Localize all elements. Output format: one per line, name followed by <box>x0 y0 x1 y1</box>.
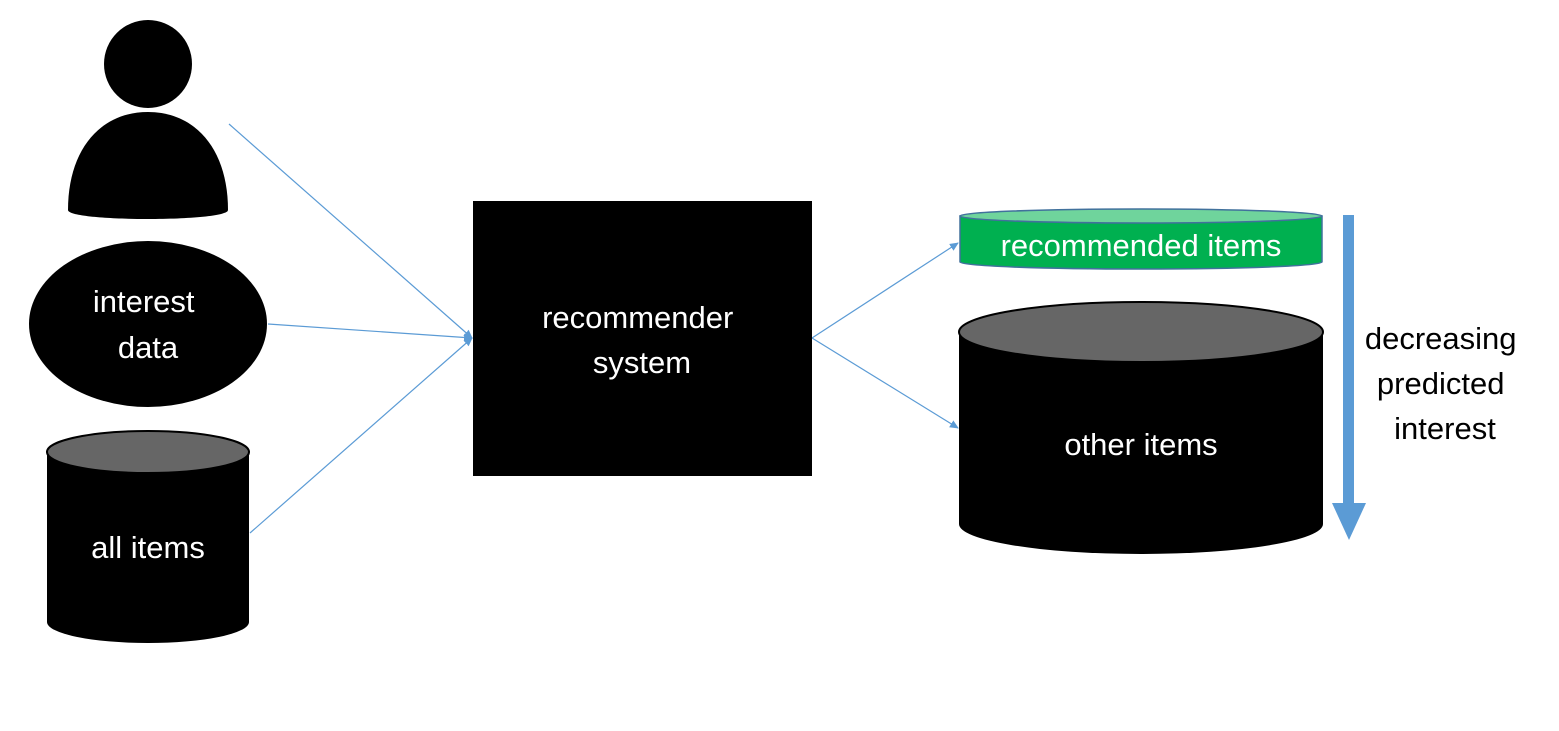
interest-data-label-line-2: data <box>118 330 179 365</box>
all-items-label: all items <box>91 530 205 565</box>
output-connectors <box>811 242 959 429</box>
other-items-label: other items <box>1064 427 1217 462</box>
recommender-system-node: recommender system <box>473 201 812 476</box>
interest-data-node: interest data <box>29 241 267 407</box>
all-items-label-line-1: all items <box>91 530 205 565</box>
connector-recommender-to-other-items <box>811 337 959 429</box>
connector-recommender-to-recommended-items <box>811 242 959 339</box>
decreasing-interest-arrow <box>1332 215 1366 540</box>
decreasing-predicted-interest-label: decreasing predicted interest <box>1365 321 1525 446</box>
other-items-database: other items <box>958 301 1324 554</box>
ranking-label-line-2: predicted <box>1377 366 1505 401</box>
ranking-label-line-1: decreasing <box>1365 321 1517 356</box>
recommended-items-database: recommended items <box>959 208 1323 270</box>
input-connectors <box>228 123 473 534</box>
user-icon <box>68 20 228 219</box>
recommender-system-label-line-1: recommender <box>542 300 733 335</box>
interest-data-label: interest data <box>93 284 203 365</box>
all-items-database: all items <box>46 430 250 643</box>
recommender-system-label-line-2: system <box>593 345 691 380</box>
recommended-items-label-line-1: recommended items <box>1001 228 1282 263</box>
ranking-label-line-3: interest <box>1394 411 1496 446</box>
other-items-label-line-1: other items <box>1064 427 1217 462</box>
connector-all-items-to-recommender <box>249 337 473 534</box>
connector-user-to-recommender <box>228 123 473 339</box>
recommended-items-label: recommended items <box>1001 228 1282 263</box>
connector-interest-data-to-recommender <box>267 323 473 342</box>
recommender-system-label: recommender system <box>542 300 742 380</box>
interest-data-label-line-1: interest <box>93 284 195 319</box>
